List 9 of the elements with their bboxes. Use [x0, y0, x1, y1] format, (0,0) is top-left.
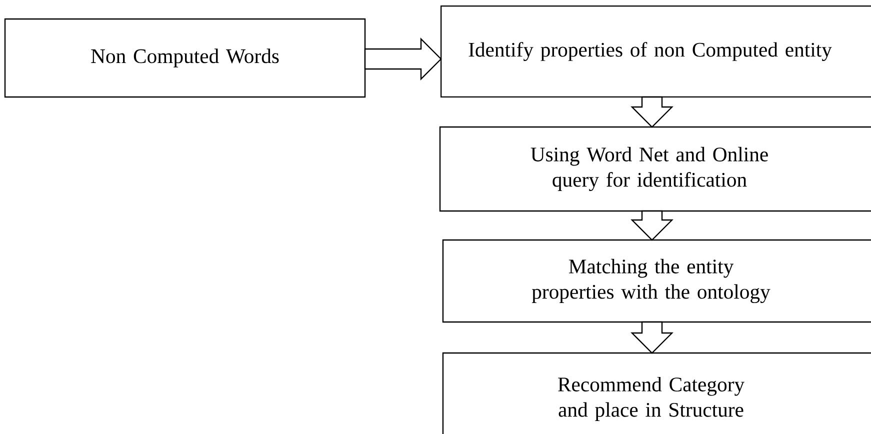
block-arrow	[630, 96, 674, 128]
process-box: Using Word Net and Online query for identification	[439, 126, 871, 212]
process-box: Recommend Category and place in Structure	[442, 352, 871, 434]
block-arrow	[364, 38, 442, 80]
block-arrow	[630, 321, 674, 354]
process-box: Non Computed Words	[4, 18, 366, 98]
process-box: Identify properties of non Computed entity	[440, 5, 871, 98]
process-box: Matching the entity properties with the ontology	[442, 239, 871, 323]
block-arrow	[630, 210, 674, 241]
